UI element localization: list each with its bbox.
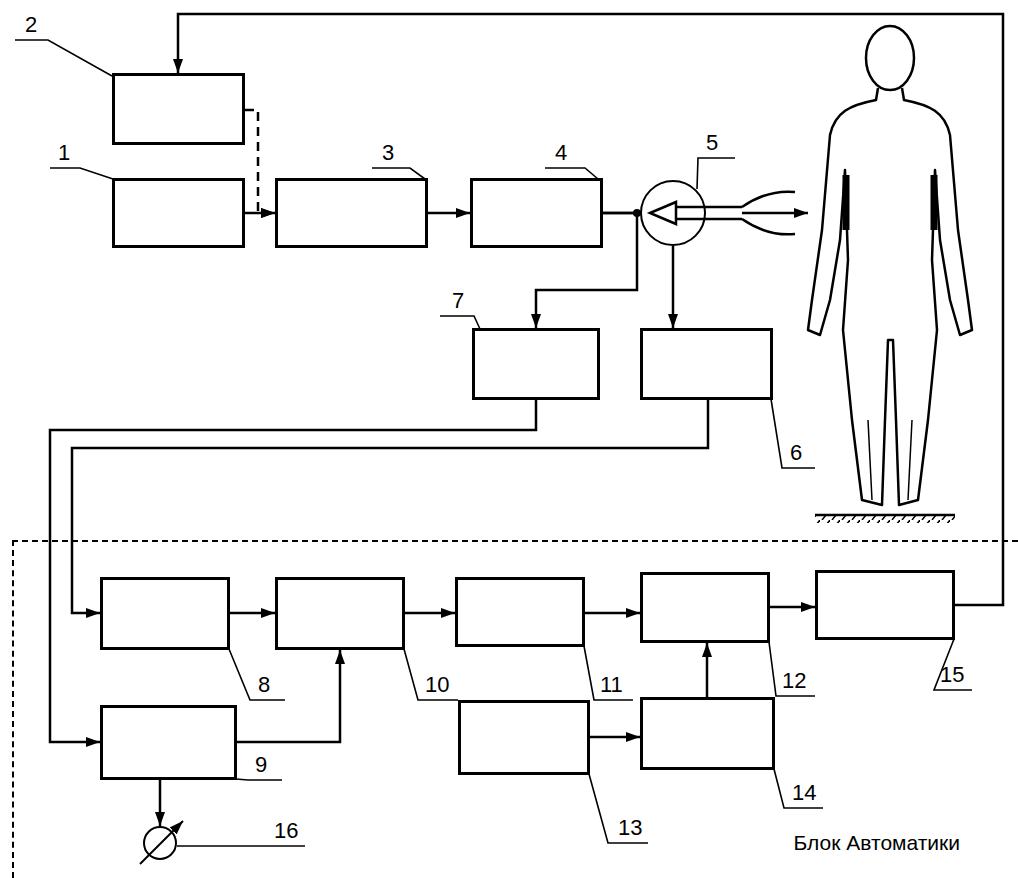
block-outline [275,178,428,248]
human-figure [808,26,972,505]
callout-number: 10 [425,672,449,698]
block-outline [143,826,177,860]
leader-line [236,779,282,780]
callout-number: 11 [600,672,623,698]
function-block: 9 [100,705,237,780]
block-outline [640,180,706,246]
signal-wire [672,246,675,328]
signal-wire [590,736,640,739]
block-outline [275,577,405,650]
block-outline [112,73,245,145]
signal-wire [428,212,470,215]
block-outline [472,328,600,400]
function-block: 6 [640,328,773,400]
callout-number: 6 [790,440,802,466]
leader-line [584,646,633,700]
function-block: 11 [455,577,585,647]
callout-number: 16 [274,818,298,844]
leader-line [697,158,735,189]
block-outline [815,570,955,640]
signal-wire [706,643,709,697]
probe-symbol [650,192,808,235]
signal-wire [72,400,708,613]
function-block: 15 [815,570,955,640]
callout-number: 5 [706,130,718,156]
callout-number: 1 [58,140,70,166]
function-block: 2 [112,73,245,145]
callout-number: 12 [782,668,806,694]
function-block: 1 [112,178,245,248]
function-block: 14 [640,697,775,770]
callout-number: 2 [25,12,37,38]
callout-number: 13 [618,815,642,841]
leader-line [589,774,648,843]
block-outline [112,178,245,248]
block-outline [640,697,775,770]
leader-line [769,642,815,696]
signal-wire [770,606,815,609]
function-block: 10 [275,577,405,650]
block-title: Блок Автоматики [794,830,960,856]
leader-line [229,649,285,700]
function-block: 3 [275,178,428,248]
leader-line [15,40,112,76]
function-block: 7 [472,328,600,400]
leader-line [771,399,815,468]
function-block: 13 [458,700,590,775]
callout-number: 15 [940,662,964,688]
function-block: 12 [640,572,770,643]
callout-number: 14 [792,780,816,806]
signal-wire [405,612,455,615]
automation-block: Блок Автоматики8101112159131416 [12,540,1018,878]
signal-wire [159,780,162,826]
circle-block: 16 [143,826,177,860]
callout-number: 4 [555,140,567,166]
block-outline [458,700,590,775]
function-block: 4 [470,178,603,248]
signal-wire [245,110,275,213]
callout-number: 8 [258,672,270,698]
signal-wire [536,213,637,328]
leader-line [774,769,823,808]
block-outline [100,705,237,780]
circle-block: 5 [640,180,706,246]
block-outline [470,178,603,248]
leader-line [177,845,305,847]
ground-plate [815,515,955,523]
leader-line [934,639,972,690]
block-outline [640,328,773,400]
callout-number: 9 [255,752,267,778]
leader-line [404,649,458,700]
signal-wire [237,650,340,742]
signal-wire [178,14,1003,605]
block-outline [455,577,585,647]
leader-lines [15,40,972,846]
callout-number: 7 [452,288,464,314]
meter-arrow [140,821,183,864]
body-electrodes [846,175,934,230]
block-outline [640,572,770,643]
block-outline [100,577,230,650]
signal-wire [50,400,536,742]
leader-line [50,168,113,179]
signal-wire [585,612,640,615]
function-block: 8 [100,577,230,650]
signal-wire [230,612,275,615]
callout-number: 3 [382,140,394,166]
